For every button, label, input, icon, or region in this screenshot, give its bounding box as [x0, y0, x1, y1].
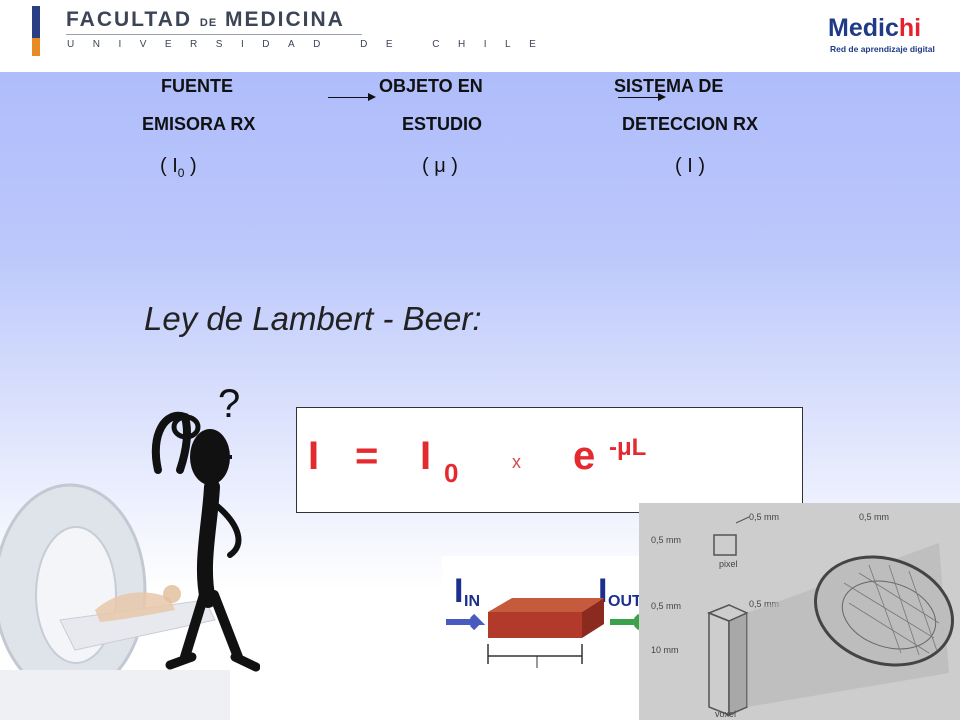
- object-label-line2: ESTUDIO: [402, 114, 483, 134]
- formula-initial-intensity: I: [420, 434, 432, 478]
- medichi-tagline: Red de aprendizaje digital: [830, 44, 935, 54]
- attenuation-diagram: I IN I OUT: [442, 556, 646, 680]
- question-mark: ?: [218, 382, 241, 426]
- formula-box: I = I 0 x e -μL: [296, 407, 803, 513]
- header: FACULTAD DE MEDICINA UNIVERSIDAD DE CHIL…: [0, 0, 960, 72]
- svg-text:IN: IN: [464, 593, 480, 610]
- svg-text:0,5 mm: 0,5 mm: [651, 535, 681, 545]
- faculty-title: FACULTAD DE MEDICINA: [66, 8, 345, 31]
- formula-euler: e: [573, 434, 596, 478]
- source-label-line2: EMISORA RX: [142, 114, 256, 134]
- svg-text:voxel: voxel: [715, 709, 736, 719]
- svg-text:0,5 mm: 0,5 mm: [749, 599, 779, 609]
- detector-label-line1: SISTEMA DE: [614, 76, 724, 96]
- thinking-figure-illustration: [151, 411, 260, 672]
- university-name: UNIVERSIDAD DE CHILE: [67, 39, 555, 50]
- formula-times: x: [512, 452, 521, 472]
- svg-text:OUT: OUT: [608, 593, 642, 610]
- formula-equals: =: [355, 434, 379, 478]
- law-title: Ley de Lambert - Beer:: [144, 300, 482, 337]
- source-label-line1: FUENTE: [161, 76, 233, 96]
- ct-voxel-figure: 0,5 mm 0,5 mm pixel 0,5 mm 0,5 mm 10 mm …: [639, 503, 960, 720]
- arrow-object-to-detector: [618, 93, 666, 101]
- faculty-logo-mark: [32, 6, 40, 56]
- svg-text:10 mm: 10 mm: [651, 645, 679, 655]
- ct-scanner-illustration: [0, 483, 230, 720]
- voxel-drawing: 0,5 mm 0,5 mm pixel 0,5 mm 0,5 mm 10 mm …: [639, 503, 960, 720]
- object-symbol: ( μ ): [422, 155, 458, 177]
- source-symbol: ( I0 ): [160, 155, 197, 180]
- object-label-line1: OBJETO EN: [379, 76, 483, 96]
- faculty-divider: [66, 34, 362, 35]
- detector-symbol: ( I ): [675, 155, 705, 177]
- svg-text:0,5 mm: 0,5 mm: [859, 512, 889, 522]
- svg-text:pixel: pixel: [719, 559, 738, 569]
- svg-text:I: I: [454, 572, 463, 610]
- detector-label-line2: DETECCION RX: [622, 114, 759, 134]
- formula-exponent: -μL: [609, 434, 647, 461]
- formula-initial-intensity-sub: 0: [444, 458, 459, 488]
- medichi-logo: Medichi: [828, 14, 922, 42]
- arrow-source-to-object: [328, 93, 376, 101]
- svg-text:0,5 mm: 0,5 mm: [651, 601, 681, 611]
- svg-text:I: I: [598, 572, 607, 610]
- formula-intensity: I: [308, 434, 320, 478]
- svg-text:0,5 mm: 0,5 mm: [749, 512, 779, 522]
